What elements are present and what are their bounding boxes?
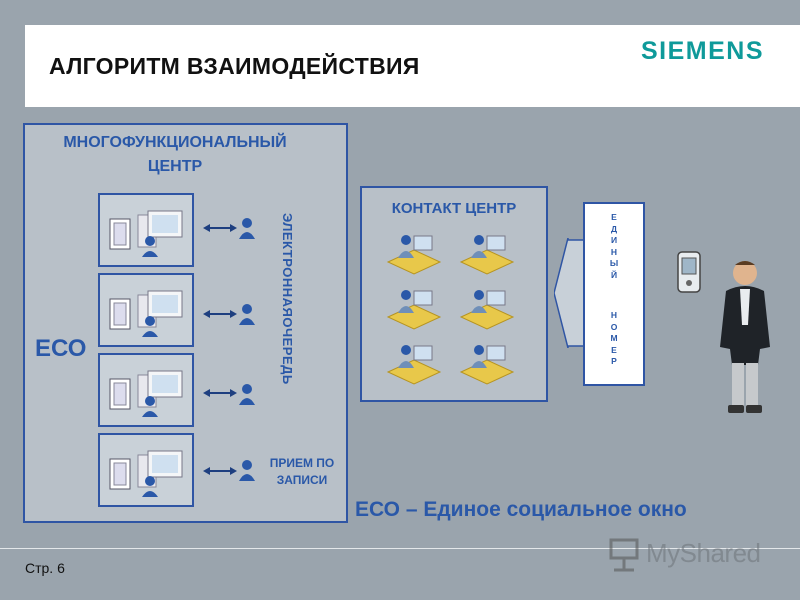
electronic-queue-label: ЭЛЕКТРОННАЯОЧЕРЕДЬ (280, 213, 295, 385)
citizen-figure (720, 261, 770, 413)
double-arrow-icon (203, 389, 237, 397)
mfc-title-line2: ЦЕНТР (147, 158, 203, 175)
double-arrow-icon (203, 310, 237, 318)
appointment-label: ПРИЕМ ПО ЗАПИСИ (257, 455, 347, 489)
letter: Р (611, 356, 617, 366)
operator-workstation-icon (457, 283, 517, 336)
visitor-icon (239, 218, 255, 239)
letter: Й (610, 269, 618, 280)
contact-center-title: КОНТАКТ ЦЕНТР (391, 200, 517, 217)
operator-workstation-icon (384, 228, 444, 281)
appointment-line1: ПРИЕМ ПО (269, 456, 335, 470)
letter: Е (611, 212, 617, 222)
page-number: Стр. 6 (25, 560, 65, 576)
contact-center-box: КОНТАКТ ЦЕНТР (360, 186, 548, 402)
workstation-icon (109, 450, 183, 497)
mfc-title: МНОГОФУНКЦИОНАЛЬНЫЙ ЦЕНТР (25, 131, 325, 179)
workstation-icon (109, 210, 183, 257)
operator-workstation-icon (384, 283, 444, 336)
watermark-text: MyShared (646, 538, 761, 568)
eco-legend: ЕСО – Единое социальное окно (355, 498, 687, 521)
mfc-title-line1: МНОГОФУНКЦИОНАЛЬНЫЙ (63, 134, 287, 151)
workstation-icon (109, 370, 183, 417)
operator-workstation-icon (384, 338, 444, 391)
big-left-arrow-icon (554, 238, 585, 348)
eco-label: ЕСО (35, 335, 87, 362)
workstation-icon (109, 290, 183, 337)
letter: Д (610, 223, 618, 234)
double-arrow-icon (203, 467, 237, 475)
workstation-1 (98, 193, 194, 267)
visitor-icon (239, 460, 255, 481)
presentation-board-icon (609, 538, 639, 572)
mfc-box: МНОГОФУНКЦИОНАЛЬНЫЙ ЦЕНТР ЕСО (23, 123, 348, 523)
visitor-icon (239, 304, 255, 325)
letter: М (610, 333, 618, 343)
visitor-icon (239, 384, 255, 405)
workstation-4 (98, 433, 194, 507)
footer-divider (0, 548, 800, 549)
header-bar: АЛГОРИТМ ВЗАИМОДЕЙСТВИЯ SIEMENS (25, 25, 800, 107)
mobile-phone-icon (677, 251, 701, 293)
letter: Н (610, 310, 618, 320)
letter: Е (611, 344, 617, 355)
letter: И (610, 235, 618, 245)
workstation-3 (98, 353, 194, 427)
letter: Н (610, 246, 618, 257)
operator-workstation-icon (457, 338, 517, 391)
page-title: АЛГОРИТМ ВЗАИМОДЕЙСТВИЯ (49, 53, 420, 79)
watermark: MyShared (608, 536, 778, 572)
siemens-logo: SIEMENS (640, 37, 764, 65)
double-arrow-icon (203, 224, 237, 232)
workstation-2 (98, 273, 194, 347)
appointment-line2: ЗАПИСИ (276, 473, 328, 487)
letter: О (610, 321, 618, 332)
letter: Ы (609, 258, 619, 268)
operator-workstation-icon (457, 228, 517, 281)
